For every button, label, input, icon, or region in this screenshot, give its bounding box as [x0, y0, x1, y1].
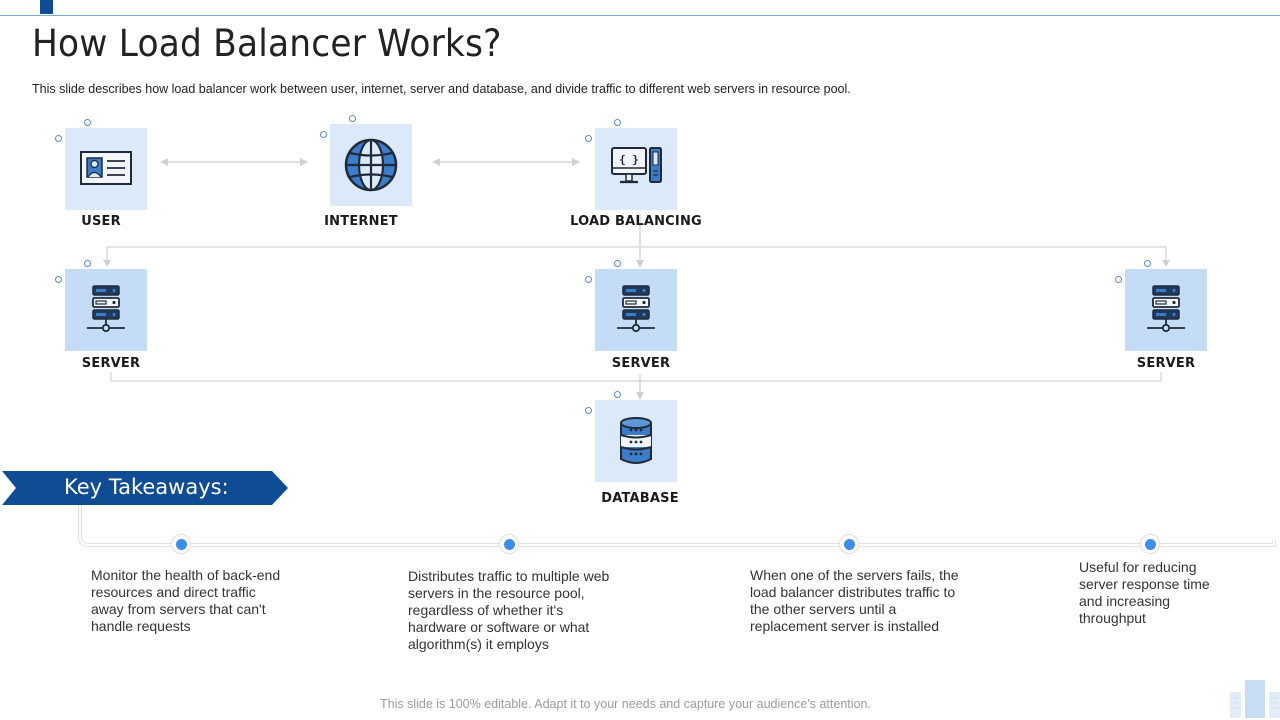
load-balancing-label: LOAD BALANCING [570, 214, 702, 229]
server-icon [617, 285, 655, 333]
header-accent-tab [40, 0, 53, 14]
footer-note: This slide is 100% editable. Adapt it to… [380, 697, 871, 711]
node-handle [585, 135, 592, 142]
node-handle [55, 135, 62, 142]
takeaway-item-1: Monitor the health of back-end resources… [91, 567, 281, 634]
takeaway-item-4: Useful for reducing server response time… [1079, 559, 1210, 626]
internet-label: INTERNET [324, 214, 398, 229]
computer-code-icon: { } [611, 147, 662, 184]
id-card-icon [80, 151, 132, 185]
database-node[interactable] [595, 400, 677, 482]
node-handle [614, 391, 621, 398]
timeline-dot [171, 534, 191, 554]
database-label: DATABASE [601, 491, 679, 506]
node-handle [84, 119, 91, 126]
server-icon [1147, 285, 1185, 333]
node-handle [349, 115, 356, 122]
node-handle [614, 260, 621, 267]
globe-icon [344, 138, 398, 192]
user-node[interactable] [65, 128, 147, 210]
node-handle [585, 407, 592, 414]
server-left-node[interactable] [65, 269, 147, 351]
timeline-dot [499, 534, 519, 554]
server-center-label: SERVER [611, 356, 671, 371]
corner-buildings-logo [1230, 680, 1280, 718]
node-handle [320, 131, 327, 138]
node-handle [614, 119, 621, 126]
database-icon [620, 417, 652, 464]
server-center-node[interactable] [595, 269, 677, 351]
user-label: USER [81, 214, 121, 229]
takeaway-item-2: Distributes traffic to multiple web serv… [408, 568, 610, 652]
header-rule [0, 15, 1280, 16]
timeline-dot [839, 534, 859, 554]
load-balancing-node[interactable]: { } [595, 128, 677, 210]
node-handle [1144, 260, 1151, 267]
server-left-label: SERVER [81, 356, 141, 371]
key-takeaways-heading: Key Takeaways: [64, 475, 229, 499]
node-handle [585, 276, 592, 283]
banner-arrow-shape [2, 471, 288, 505]
page-title: How Load Balancer Works? [32, 22, 502, 65]
node-handle [55, 276, 62, 283]
server-right-node[interactable] [1125, 269, 1207, 351]
page-subtitle: This slide describes how load balancer w… [32, 82, 851, 96]
key-takeaways-banner: Key Takeaways: [2, 471, 288, 505]
node-handle [1115, 276, 1122, 283]
timeline-dot [1140, 534, 1160, 554]
node-handle [84, 260, 91, 267]
server-right-label: SERVER [1136, 356, 1196, 371]
takeaway-item-3: When one of the servers fails, the load … [750, 567, 959, 634]
svg-text:{ }: { } [619, 153, 639, 166]
internet-node[interactable] [330, 124, 412, 206]
server-icon [87, 285, 125, 333]
